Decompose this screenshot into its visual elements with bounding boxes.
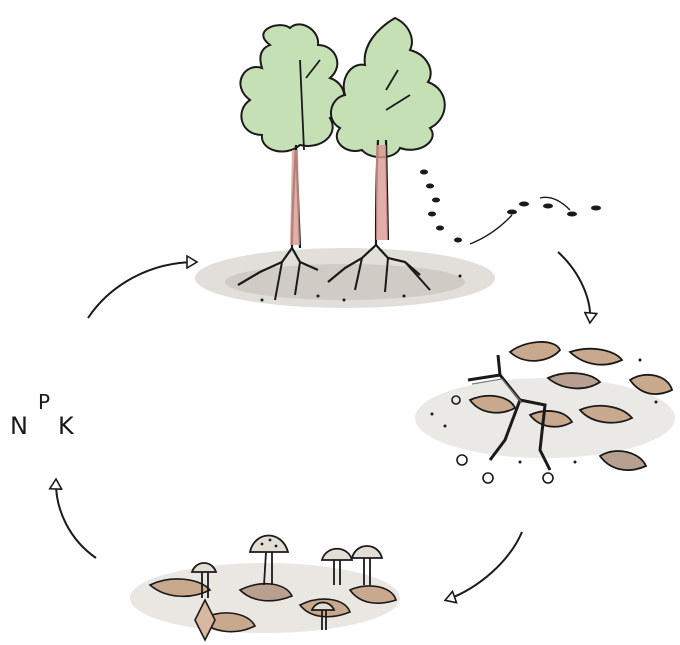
mushroom-decomposition-icon (130, 536, 400, 641)
arrow-litter-to-fungi (446, 532, 522, 600)
nutrient-label-p: P (38, 390, 50, 414)
arrow-fungi-to-nutrients (56, 480, 96, 558)
falling-leaves-icon (420, 170, 601, 245)
arrow-trees-to-litter (558, 252, 590, 322)
nutrient-label-n: N (10, 412, 28, 440)
nutrient-label-k: K (58, 412, 74, 440)
tree-pair-icon (195, 18, 495, 308)
arrow-nutrients-to-trees (88, 262, 196, 318)
leaf-litter-icon (415, 342, 675, 483)
